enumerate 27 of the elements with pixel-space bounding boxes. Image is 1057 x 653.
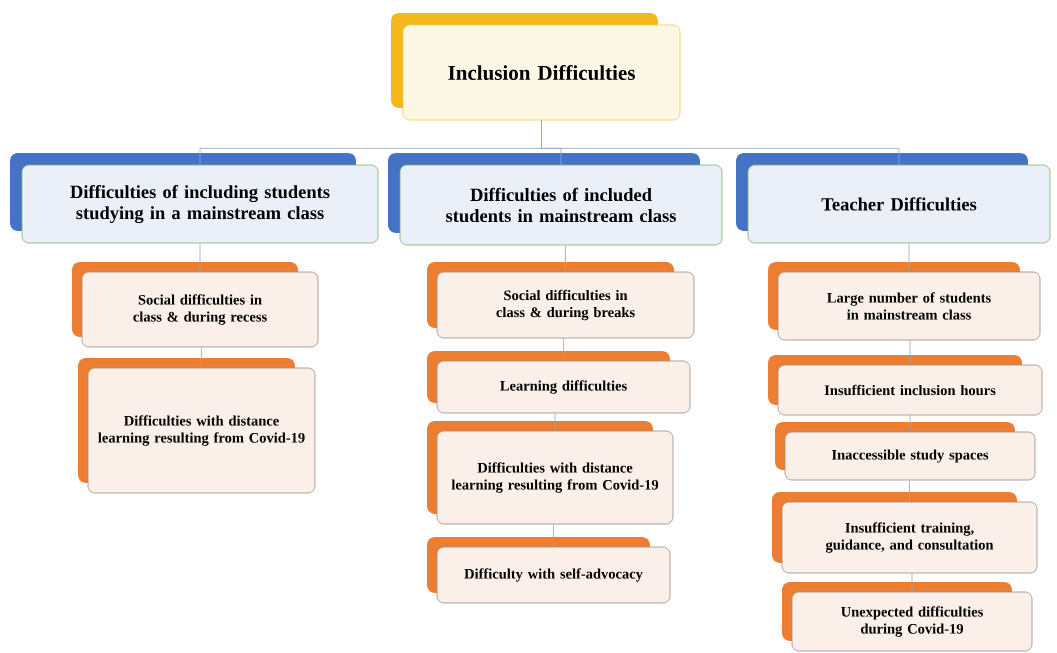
item-box: Insufficient inclusion hours xyxy=(768,355,1043,416)
connector-line xyxy=(201,347,202,368)
item-box: Difficulties with distance learning resulting from Covid-19 xyxy=(78,358,316,494)
item-box: Social difficulties in class & during recess xyxy=(72,262,319,348)
item-box: Insufficient training, guidance, and consultation xyxy=(772,492,1038,574)
item-box: Difficulty with self-advocacy xyxy=(427,537,671,604)
item-box: Learning difficulties xyxy=(427,351,691,414)
connector-line xyxy=(553,524,554,547)
connector-line xyxy=(911,573,913,592)
connector-line xyxy=(563,338,564,361)
connector-line xyxy=(908,243,910,272)
connector-line xyxy=(554,413,556,431)
category-box: Difficulties of including students studying in a mainstream class xyxy=(10,153,379,244)
item-box: Large number of students in mainstream class xyxy=(768,262,1041,341)
connector-line xyxy=(909,480,910,502)
title-box: Inclusion Difficulties xyxy=(391,13,681,121)
item-box: Inaccessible study spaces xyxy=(775,422,1036,481)
item-box: Unexpected difficulties during Covid-19 xyxy=(782,582,1033,652)
connector-line xyxy=(909,340,911,365)
category-box: Teacher Difficulties xyxy=(736,153,1051,244)
connector-line xyxy=(541,120,900,165)
category-box: Difficulties of included students in mainstream class xyxy=(388,153,723,246)
connector-line xyxy=(199,243,201,272)
connector-line xyxy=(909,415,911,432)
item-box: Difficulties with distance learning resulting from Covid-19 xyxy=(427,421,674,525)
connector-line xyxy=(565,245,566,272)
item-box: Social difficulties in class & during breaks xyxy=(427,262,695,339)
